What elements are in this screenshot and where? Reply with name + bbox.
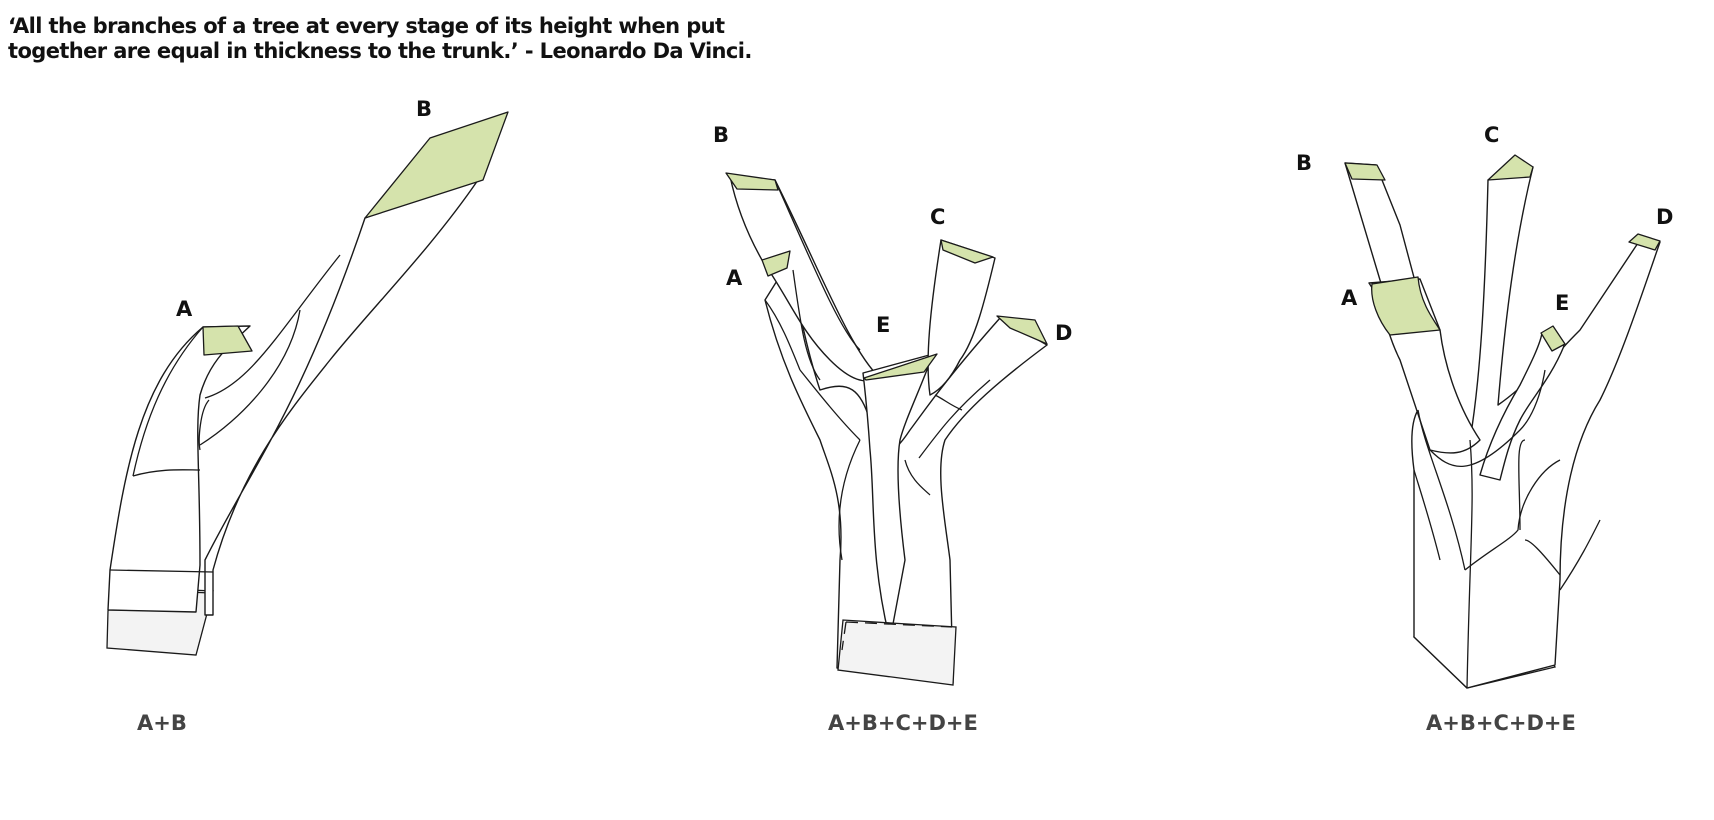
quote-line-1: ‘All the branches of a tree at every sta… [8,14,725,38]
trunk-base-2 [837,619,957,686]
caption-3: A+B+C+D+E [1426,711,1576,735]
caption-2: A+B+C+D+E [828,711,978,735]
label-b-3: B [1296,151,1312,175]
branch-b-2 [729,175,881,382]
label-b-2: B [713,123,729,147]
label-d-2: D [1055,321,1072,345]
cap-d-3 [1628,233,1661,251]
branch-e-3 [1479,332,1565,481]
cap-a-2 [761,250,791,277]
label-e-2: E [876,313,890,337]
quote: ‘All the branches of a tree at every sta… [8,14,752,64]
branch-b-1 [204,179,479,616]
diagram-2: B A C E D A+B+C+D+E [713,123,1072,735]
cap-b-3 [1344,162,1386,181]
cap-b-2 [725,172,779,191]
cap-c-2 [940,239,994,264]
cap-e-3 [1540,325,1566,352]
cap-a-3 [1371,276,1441,336]
label-b-1: B [416,97,432,121]
cap-b-1 [364,111,509,219]
cap-d-2 [996,315,1048,345]
label-e-3: E [1555,291,1569,315]
label-a-1: A [176,297,193,321]
diagram-1: A B A+B [106,97,509,735]
diagram-3: B C A E D A+B+C+D+E [1296,123,1673,735]
branch-a-1 [107,325,251,613]
cap-a-1 [202,325,253,356]
branch-c-2 [927,239,996,396]
label-c-3: C [1484,123,1499,147]
label-a-2: A [726,266,743,290]
label-a-3: A [1341,286,1358,310]
quote-line-2: together are equal in thickness to the t… [8,39,752,63]
base-dashed-edge-2 [841,621,953,651]
label-c-2: C [930,205,945,229]
label-d-3: D [1656,205,1673,229]
cap-c-3 [1487,154,1534,181]
cap-e-2 [863,353,938,381]
caption-1: A+B [137,711,187,735]
